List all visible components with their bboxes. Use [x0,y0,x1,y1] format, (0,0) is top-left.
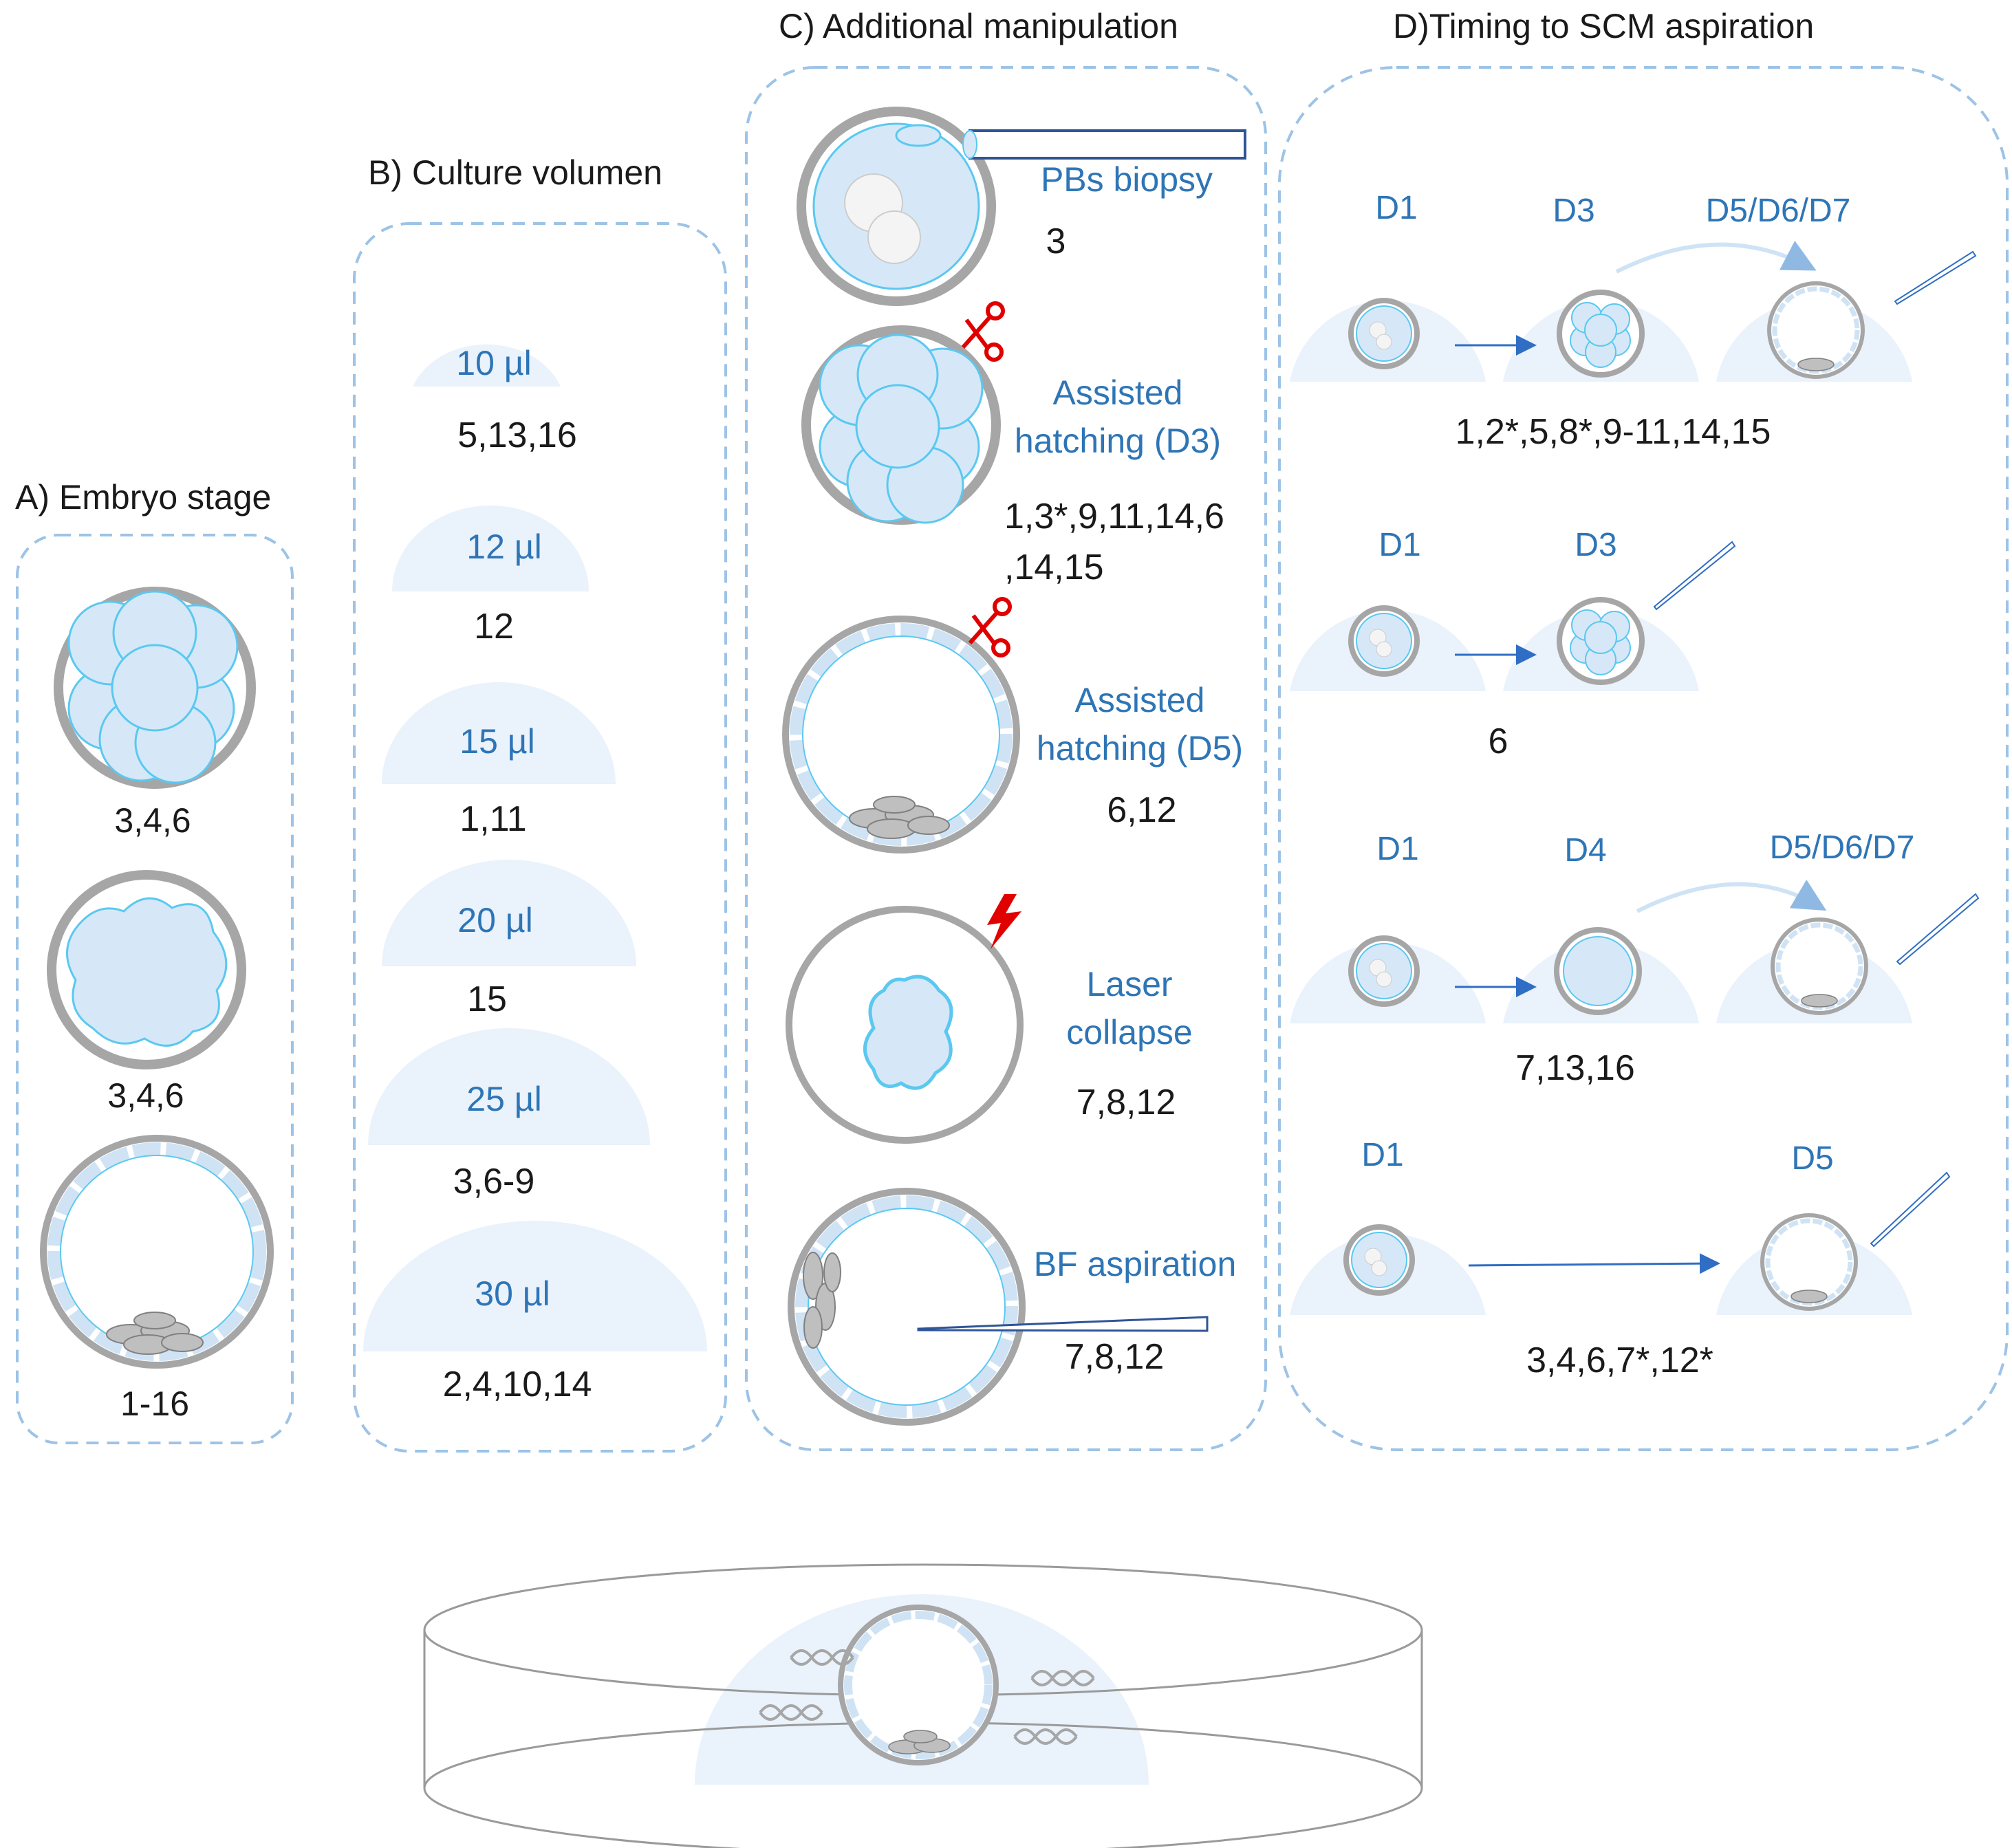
assisted-hatching-d3-icon [801,325,1001,525]
volume-label-20: 20 µl [457,901,532,939]
volume-label-25: 25 µl [466,1080,541,1118]
volume-label-10: 10 µl [456,344,531,382]
section-c: C) Additional manipulation PBs biopsy 3 [745,7,1267,1451]
manipulation-label-bf: BF aspiration [1034,1245,1237,1283]
day-label: D3 [1553,193,1594,229]
day-label: D1 [1361,1137,1403,1173]
day-label: D1 [1375,190,1417,226]
section-c-frame [745,66,1267,1451]
pb-biopsy-icon [797,107,1246,306]
dish-blastocyst-icon [838,1605,999,1765]
cleavage-icon [1557,597,1645,685]
laser-bolt-icon [987,894,1021,949]
section-d-frame [1278,66,2009,1451]
timing-refs-1: 1,2*,5,8*,9-11,14,15 [1456,412,1771,452]
laser-collapse-icon [786,894,1024,1144]
day-label: D1 [1378,527,1420,563]
pipette-icon [1653,541,1736,611]
stage-refs-2: 3,4,6 [107,1076,184,1115]
day-label: D5 [1791,1140,1833,1177]
manipulation-label-pbs: PBs biopsy [1041,160,1213,199]
volume-label-15: 15 µl [459,722,534,761]
drop-20ul-icon [382,860,636,966]
morula-embryo-icon [47,870,246,1069]
curved-arrow [1615,241,1817,274]
manipulation-refs-ahd3-line2: ,14,15 [1004,547,1104,587]
timing-row-2: D1 D3 6 [1290,527,1736,761]
scissors-icon [961,301,1005,362]
timing-refs-2: 6 [1489,721,1508,761]
morula-icon [1554,927,1642,1015]
drop-10ul-icon [413,344,561,387]
assisted-hatching-d5-icon [782,616,1020,854]
dna-icon [759,1649,1095,1745]
section-d: D)Timing to SCM aspiration D1 D3 D5/D6/D… [1278,7,2009,1451]
volume-refs-12: 12 [474,607,514,646]
section-d-title: D)Timing to SCM aspiration [1393,7,1814,45]
zygote-icon [1348,605,1420,677]
blastocyst-small-icon [1760,1213,1858,1311]
day-label: D1 [1376,831,1418,867]
blastocyst-icon [40,1135,274,1369]
volume-refs-20: 15 [467,979,507,1019]
petri-dish-illustration [423,1563,1423,1848]
bf-aspiration-icon [788,1188,1209,1426]
section-a: A) Embryo stage 3,4,6 3,4,6 [15,478,294,1444]
timing-row-4: D1 D5 3,4,6,7*,12* [1290,1137,1951,1380]
manipulation-label-ahd5-line1: Assisted [1075,681,1205,719]
blastocyst-small-icon [1771,917,1868,1015]
day-label: D5/D6/D7 [1706,193,1851,229]
day-label: D4 [1564,832,1606,869]
scissors-icon-2 [968,597,1012,657]
drop-25ul-icon [368,1028,650,1145]
manipulation-refs-ahd3-line1: 1,3*,9,11,14,6 [1004,497,1224,536]
volume-refs-15: 1,11 [459,799,526,839]
drop-30ul-icon [363,1221,707,1351]
section-b-title: B) Culture volumen [368,153,662,192]
volume-label-12: 12 µl [466,528,541,566]
manipulation-label-laser-line1: Laser [1086,965,1172,1003]
manipulation-refs-bf: 7,8,12 [1065,1337,1165,1377]
blastocyst-small-icon [1767,281,1865,379]
volume-refs-25: 3,6-9 [453,1162,535,1202]
manipulation-refs-ahd5: 6,12 [1107,790,1176,830]
pipette-icon [1870,1171,1951,1248]
zygote-icon [1343,1224,1415,1296]
drop-12ul-icon [392,506,589,591]
timing-row-3: D1 D4 D5/D6/D7 7, [1290,829,1980,1088]
cleavage-embryo-icon [54,587,256,789]
stage-refs-3: 1-16 [120,1384,189,1423]
zygote-icon [1348,298,1420,369]
section-a-title: A) Embryo stage [15,478,271,517]
cleavage-icon [1557,290,1645,378]
section-b-frame [353,222,727,1453]
volume-label-30: 30 µl [475,1274,550,1313]
manipulation-label-ahd3-line2: hatching (D3) [1015,422,1221,460]
drop-15ul-icon [382,682,616,784]
arrow [1468,1253,1720,1274]
day-label: D3 [1575,527,1616,563]
timing-refs-3: 7,13,16 [1515,1048,1635,1088]
volume-refs-10: 5,13,16 [457,415,577,455]
section-b: B) Culture volumen 10 µl 5,13,16 12 µl 1… [353,153,727,1453]
pipette-icon [1896,893,1980,966]
stage-refs-1: 3,4,6 [114,801,191,840]
day-label: D5/D6/D7 [1770,829,1915,866]
manipulation-label-ahd3-line1: Assisted [1053,373,1183,412]
manipulation-refs-laser: 7,8,12 [1077,1083,1176,1122]
curved-arrow [1636,880,1827,913]
section-a-frame [16,534,294,1444]
manipulation-label-ahd5-line2: hatching (D5) [1037,729,1243,768]
section-c-title: C) Additional manipulation [779,7,1178,45]
timing-refs-4: 3,4,6,7*,12* [1526,1340,1713,1380]
manipulation-refs-pbs: 3 [1046,221,1066,261]
pipette-icon [1894,250,1977,305]
manipulation-label-laser-line2: collapse [1066,1013,1192,1052]
timing-row-1: D1 D3 D5/D6/D7 [1290,190,1977,452]
volume-refs-30: 2,4,10,14 [443,1365,592,1404]
zygote-icon [1348,935,1420,1007]
